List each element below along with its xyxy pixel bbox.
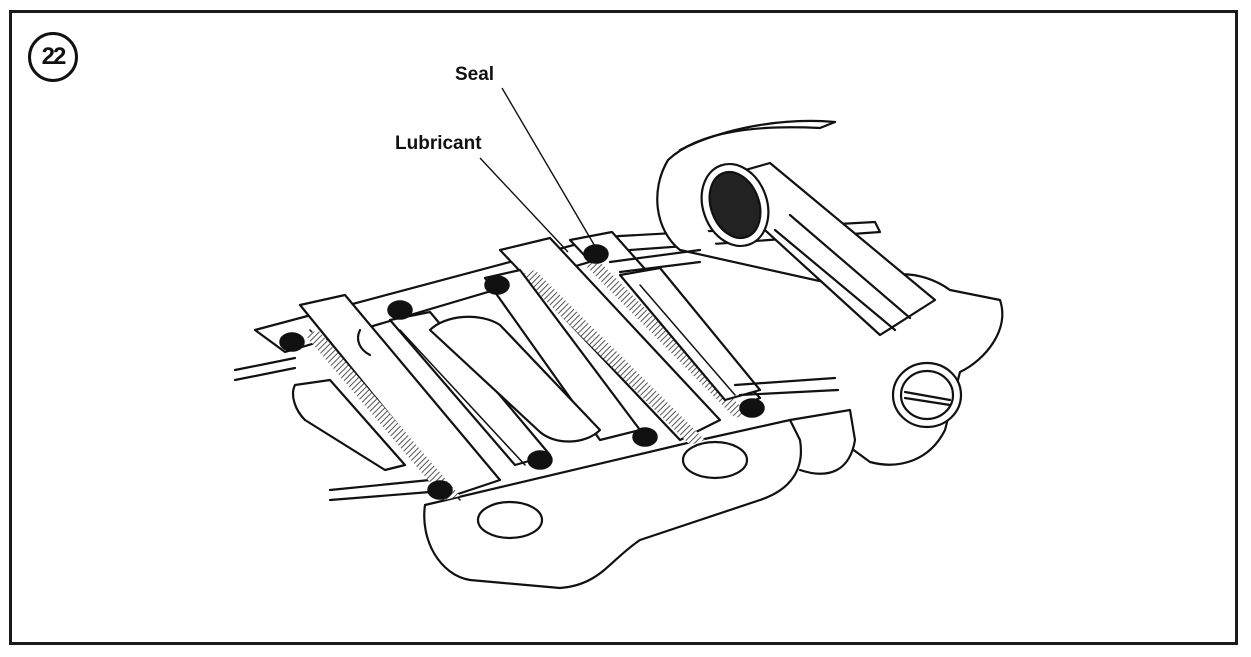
callout-leaders xyxy=(479,87,597,253)
front-rail-rod xyxy=(233,356,297,382)
right-plate-top-edge xyxy=(678,119,837,152)
front-pin-eye-left xyxy=(476,500,544,540)
lubricant-leader-line xyxy=(479,157,569,253)
roller-end-ring xyxy=(708,170,762,240)
lubricant-label: Lubricant xyxy=(395,133,482,154)
lubricant-layer-1 xyxy=(305,330,460,500)
front-side-plate xyxy=(423,408,857,590)
roller-middle xyxy=(428,315,602,443)
figure-number-badge: 22 xyxy=(28,32,78,82)
inner-plate-2 xyxy=(498,236,722,442)
o-ring-seals xyxy=(279,244,765,500)
front-pin-eye-right xyxy=(681,440,749,480)
lubricant-layer-2 xyxy=(520,270,705,445)
seal-label: Seal xyxy=(455,64,495,85)
seal-leader-line xyxy=(501,87,597,249)
left-bushing xyxy=(291,378,407,472)
bushing-right xyxy=(618,266,762,402)
roller-left xyxy=(356,328,372,357)
